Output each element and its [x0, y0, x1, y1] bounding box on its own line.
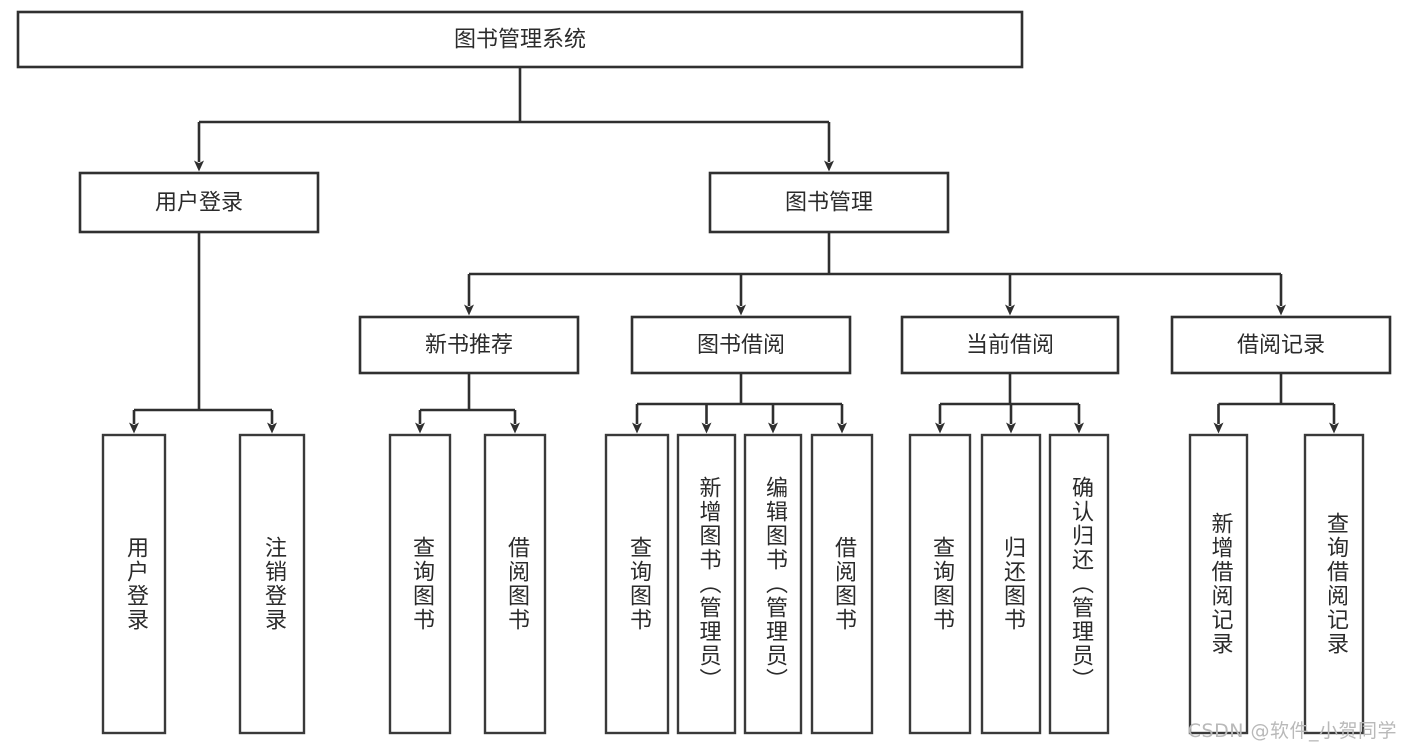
node-user-login[interactable]: 用户登录 — [78, 171, 320, 234]
node-label-borrow-record: 借阅记录 — [1237, 333, 1325, 358]
node-box-leaf-query-book-2[interactable] — [604, 433, 670, 735]
node-leaf-add-book-admin[interactable]: 新增图书（管理员） — [676, 433, 737, 735]
node-label-leaf-query-borrow-record: 查询借阅记录 — [1323, 512, 1349, 656]
node-label-leaf-query-book-2: 查询图书 — [626, 536, 652, 632]
node-leaf-borrow-book-1[interactable]: 借阅图书 — [483, 433, 547, 735]
node-label-leaf-borrow-book-1: 借阅图书 — [504, 536, 530, 632]
node-book-borrow[interactable]: 图书借阅 — [630, 315, 852, 375]
node-box-leaf-logout[interactable] — [238, 433, 306, 735]
node-leaf-return-book[interactable]: 归还图书 — [980, 433, 1042, 735]
node-box-root[interactable] — [16, 10, 1024, 69]
node-box-borrow-record[interactable] — [1170, 315, 1392, 375]
node-box-leaf-query-book-3[interactable] — [908, 433, 972, 735]
node-label-book-management: 图书管理 — [785, 191, 873, 216]
node-label-root: 图书管理系统 — [454, 28, 586, 53]
node-leaf-query-book-2[interactable]: 查询图书 — [604, 433, 670, 735]
node-current-borrow[interactable]: 当前借阅 — [900, 315, 1120, 375]
node-label-leaf-return-book: 归还图书 — [1000, 536, 1026, 632]
node-box-leaf-borrow-book-2[interactable] — [810, 433, 874, 735]
node-label-leaf-add-borrow-record: 新增借阅记录 — [1208, 512, 1234, 656]
node-leaf-user-login[interactable]: 用户登录 — [101, 433, 167, 735]
node-leaf-logout[interactable]: 注销登录 — [238, 433, 306, 735]
node-label-leaf-query-book-1: 查询图书 — [409, 536, 435, 632]
node-label-current-borrow: 当前借阅 — [966, 333, 1054, 358]
node-book-management[interactable]: 图书管理 — [708, 171, 950, 234]
node-label-leaf-add-book-admin: 新增图书（管理员） — [696, 476, 722, 692]
node-new-book-recommend[interactable]: 新书推荐 — [358, 315, 580, 375]
node-box-user-login[interactable] — [78, 171, 320, 234]
node-label-leaf-query-book-3: 查询图书 — [929, 536, 955, 632]
node-layer: 图书管理系统用户登录图书管理新书推荐图书借阅当前借阅借阅记录用户登录注销登录查询… — [16, 10, 1392, 735]
node-leaf-edit-book-admin[interactable]: 编辑图书（管理员） — [743, 433, 803, 735]
node-label-leaf-user-login: 用户登录 — [123, 536, 149, 632]
node-leaf-confirm-return-admin[interactable]: 确认归还（管理员） — [1048, 433, 1110, 735]
node-label-book-borrow: 图书借阅 — [697, 333, 785, 358]
node-label-leaf-confirm-return-admin: 确认归还（管理员） — [1068, 476, 1094, 692]
node-box-leaf-borrow-book-1[interactable] — [483, 433, 547, 735]
node-label-user-login: 用户登录 — [155, 191, 243, 216]
node-leaf-query-borrow-record[interactable]: 查询借阅记录 — [1303, 433, 1365, 735]
node-label-new-book-recommend: 新书推荐 — [425, 333, 513, 358]
node-box-leaf-edit-book-admin[interactable] — [743, 433, 803, 735]
node-box-new-book-recommend[interactable] — [358, 315, 580, 375]
node-leaf-query-book-3[interactable]: 查询图书 — [908, 433, 972, 735]
node-label-leaf-borrow-book-2: 借阅图书 — [831, 536, 857, 632]
node-borrow-record[interactable]: 借阅记录 — [1170, 315, 1392, 375]
connector-layer — [129, 67, 1339, 434]
node-box-leaf-confirm-return-admin[interactable] — [1048, 433, 1110, 735]
node-box-leaf-query-book-1[interactable] — [388, 433, 452, 735]
node-box-leaf-add-book-admin[interactable] — [676, 433, 737, 735]
node-root[interactable]: 图书管理系统 — [16, 10, 1024, 69]
node-label-leaf-edit-book-admin: 编辑图书（管理员） — [762, 476, 788, 692]
node-box-current-borrow[interactable] — [900, 315, 1120, 375]
node-leaf-add-borrow-record[interactable]: 新增借阅记录 — [1188, 433, 1249, 735]
node-label-leaf-logout: 注销登录 — [261, 536, 287, 632]
node-box-leaf-query-borrow-record[interactable] — [1303, 433, 1365, 735]
node-leaf-borrow-book-2[interactable]: 借阅图书 — [810, 433, 874, 735]
node-box-leaf-return-book[interactable] — [980, 433, 1042, 735]
watermark-label: CSDN @软件_小贺同学 — [1187, 720, 1397, 742]
node-box-leaf-user-login[interactable] — [101, 433, 167, 735]
node-leaf-query-book-1[interactable]: 查询图书 — [388, 433, 452, 735]
node-box-book-management[interactable] — [708, 171, 950, 234]
node-box-book-borrow[interactable] — [630, 315, 852, 375]
node-box-leaf-add-borrow-record[interactable] — [1188, 433, 1249, 735]
